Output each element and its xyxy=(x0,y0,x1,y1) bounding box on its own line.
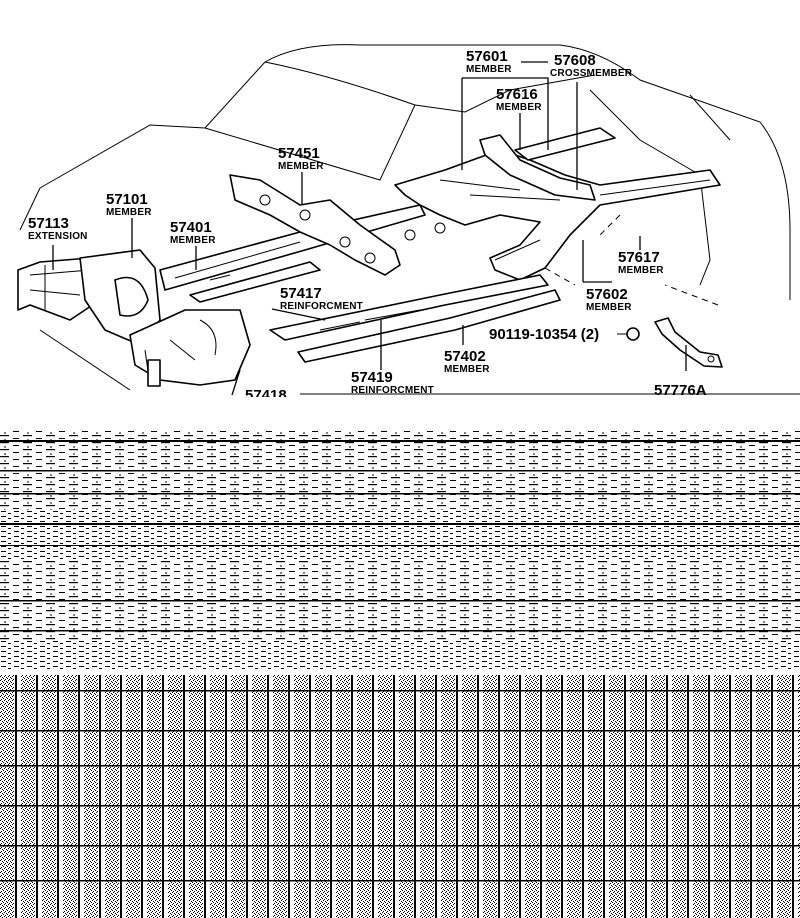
extension-57113-part xyxy=(17,257,101,321)
bracket-57776A-part xyxy=(654,317,723,368)
label-name-57401: MEMBER xyxy=(170,235,216,246)
member-57616-part xyxy=(479,127,616,201)
member-57601-frame-part xyxy=(394,149,721,281)
label-code-57113: 57113 xyxy=(28,215,69,232)
scan-noise-area xyxy=(0,397,800,918)
label-code-57417: 57417 xyxy=(280,285,322,302)
label-code-57608: 57608 xyxy=(554,52,596,69)
label-name-57113: EXTENSION xyxy=(28,231,88,242)
label-name-57451: MEMBER xyxy=(278,161,324,172)
label-code-57402: 57402 xyxy=(444,348,486,365)
label-code-57776A: 57776A xyxy=(654,382,707,399)
member-57402-part xyxy=(269,274,561,363)
label-name-57602: MEMBER xyxy=(586,302,632,313)
label-code-57601: 57601 xyxy=(466,48,508,65)
label-name-57419: REINFORCMENT xyxy=(351,385,434,396)
label-code-57602: 57602 xyxy=(586,286,628,303)
bolt-90119-part xyxy=(617,327,640,341)
member-57101-part xyxy=(79,249,251,387)
label-name-57617: MEMBER xyxy=(618,265,664,276)
label-name-57601: MEMBER xyxy=(466,64,512,75)
label-code-57616: 57616 xyxy=(496,86,538,103)
leader-lines xyxy=(52,61,719,396)
label-code-57419: 57419 xyxy=(351,369,393,386)
label-code-90119: 90119-10354 (2) xyxy=(489,326,599,343)
label-name-57417: REINFORCMENT xyxy=(280,301,363,312)
label-code-57401: 57401 xyxy=(170,219,212,236)
label-name-57101: MEMBER xyxy=(106,207,152,218)
body-frame-drawing: 57601 MEMBER 57608 CROSSMEMBER 57616 MEM… xyxy=(17,44,800,404)
label-code-57101: 57101 xyxy=(106,191,148,208)
label-code-57617: 57617 xyxy=(618,249,660,266)
label-name-57402: MEMBER xyxy=(444,364,490,375)
label-name-57608: CROSSMEMBER xyxy=(550,68,633,79)
label-code-57451: 57451 xyxy=(278,145,320,162)
member-57451-part xyxy=(229,174,401,276)
label-name-57616: MEMBER xyxy=(496,102,542,113)
part-labels: 57601 MEMBER 57608 CROSSMEMBER 57616 MEM… xyxy=(28,48,707,404)
